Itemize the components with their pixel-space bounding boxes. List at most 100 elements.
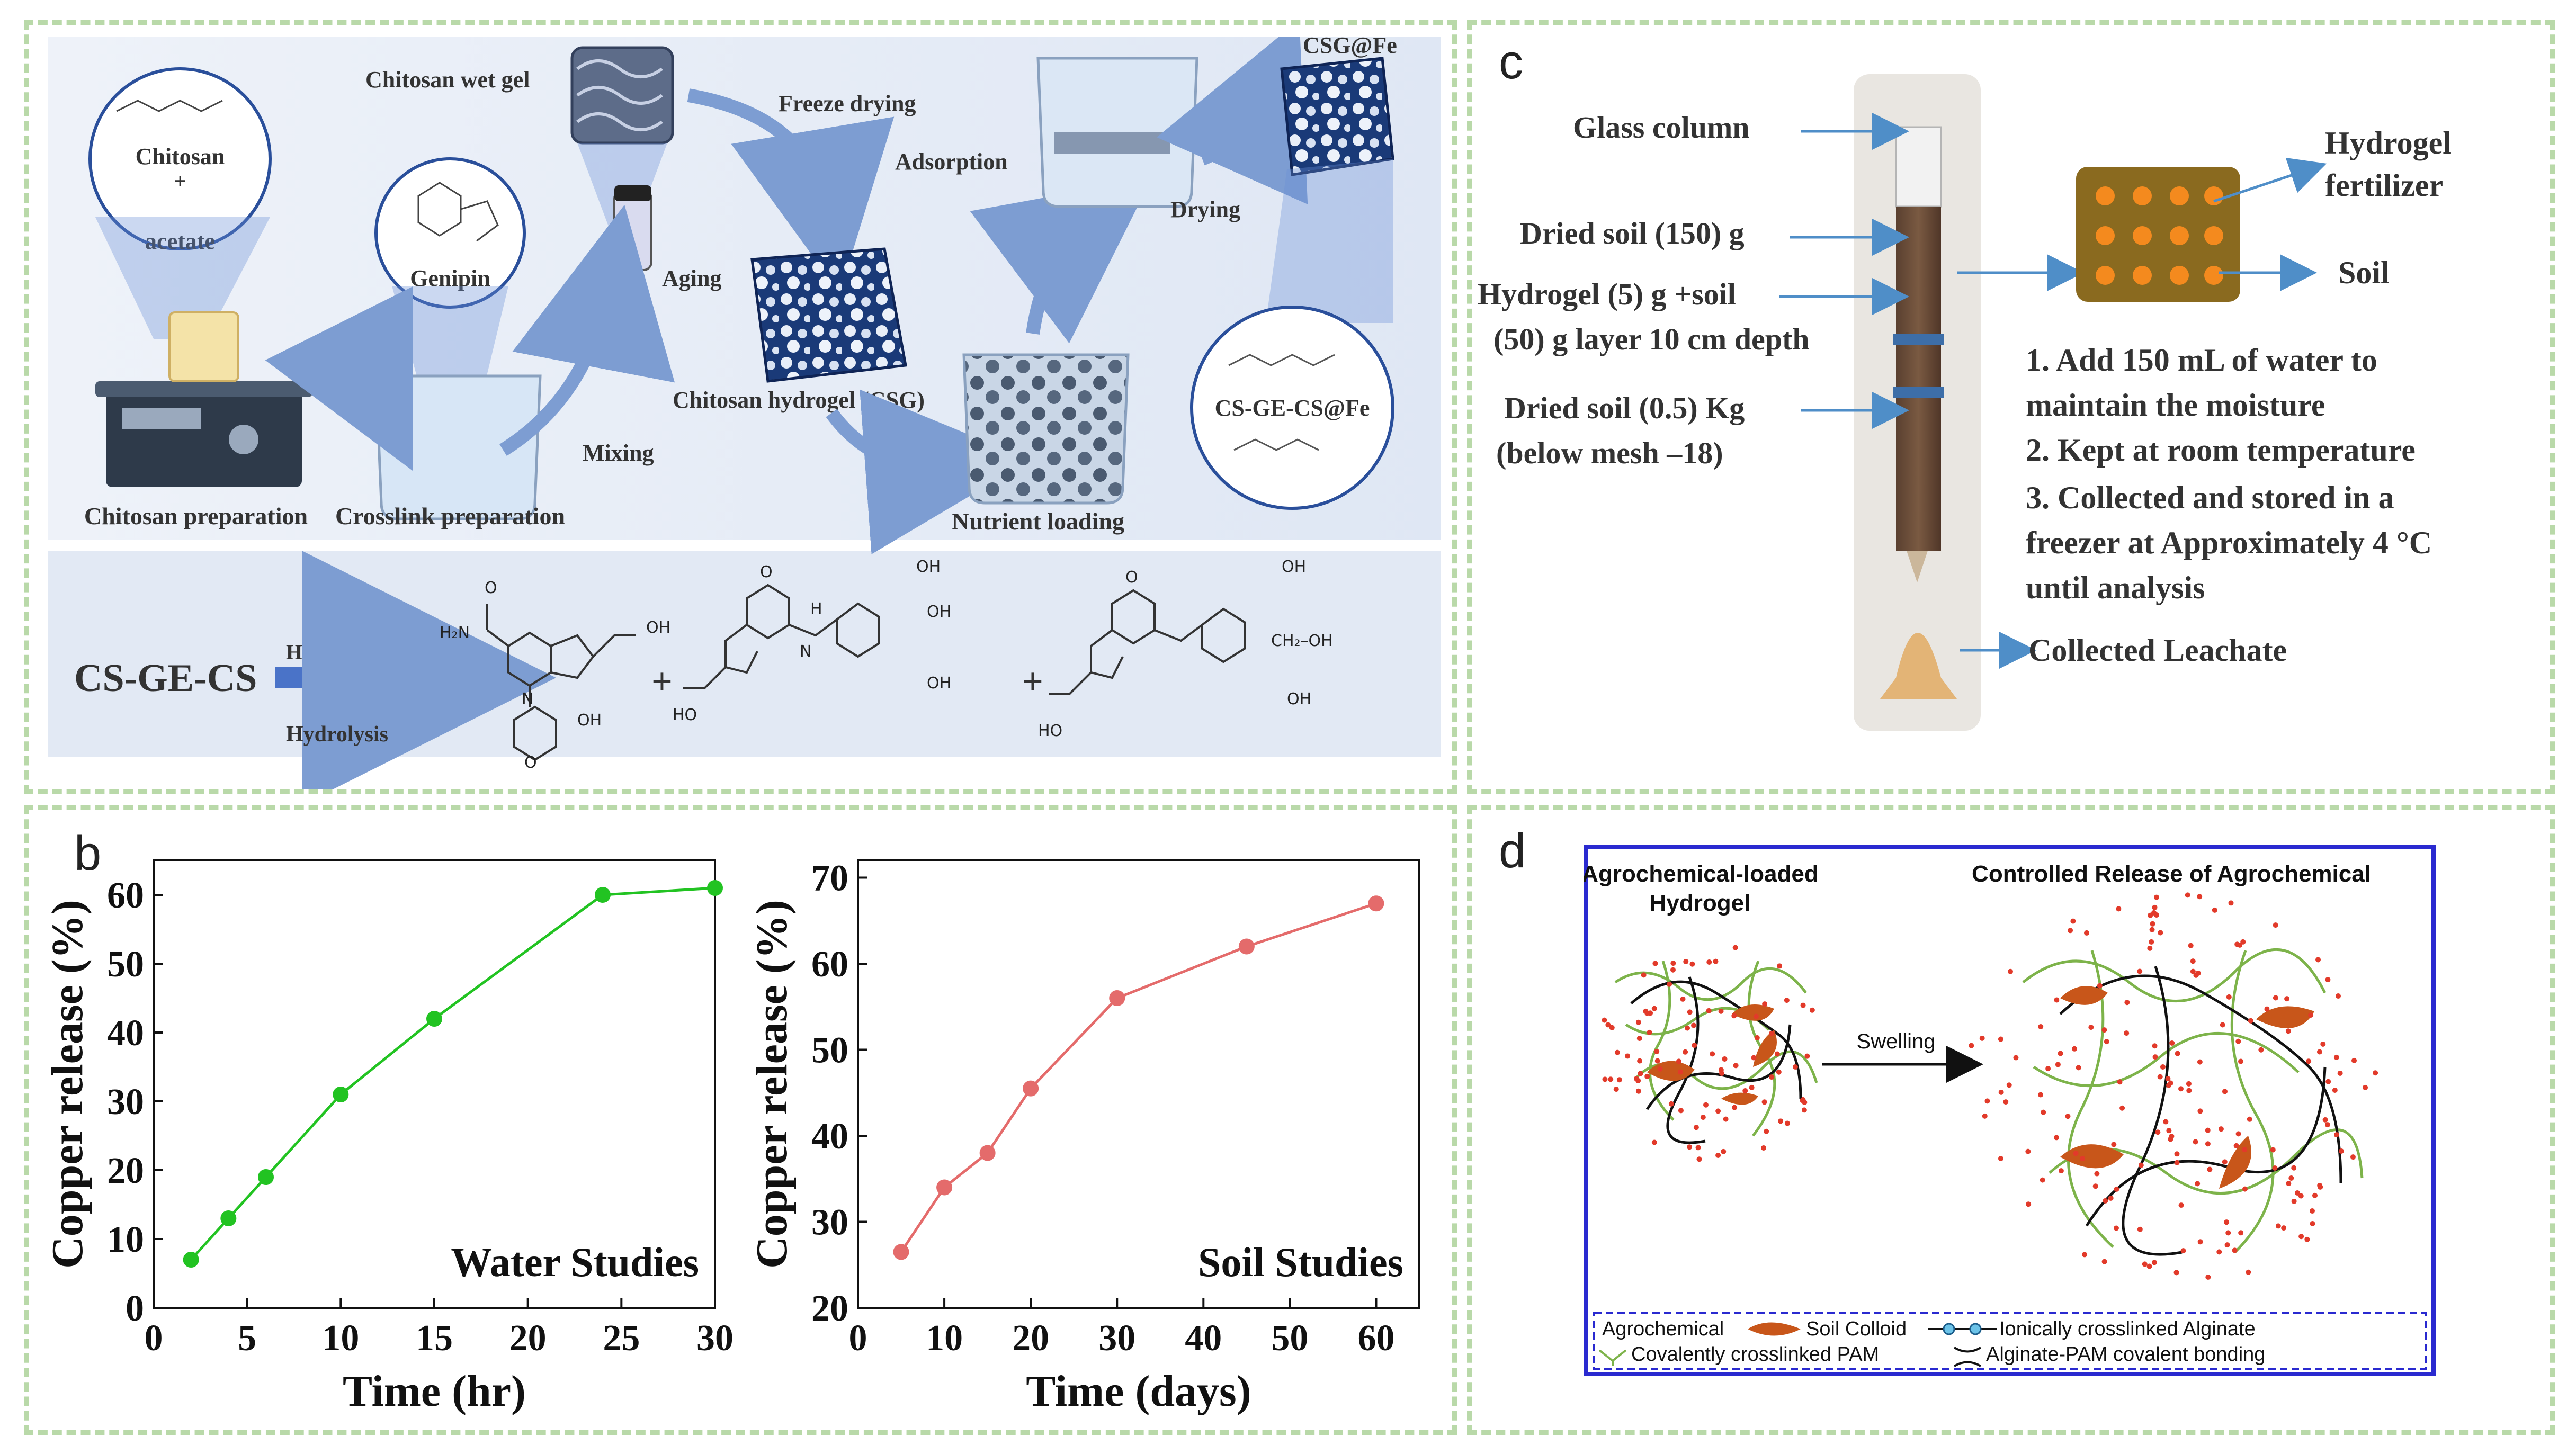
soil-chart-data-point-1 (936, 1179, 953, 1196)
agrochemical-dot (2288, 1175, 2294, 1181)
agrochemical-dot (2072, 1046, 2078, 1052)
agrochemical-dot (2137, 1226, 2143, 1232)
agrochemical-dot (1731, 1013, 1737, 1019)
agrochemical-dot (2291, 1165, 2297, 1171)
agrochemical-dot (2226, 994, 2232, 1000)
agrochemical-dot (1703, 1102, 1709, 1108)
agrochemical-dot (1608, 1076, 1614, 1082)
agrochemical-dot (2088, 1025, 2094, 1030)
agrochemical-dot (1751, 1055, 1757, 1061)
agrochemical-dot (2325, 1079, 2331, 1084)
agrochemical-dot (1718, 1067, 1724, 1073)
agrochemical-dot (1644, 1073, 1650, 1079)
agrochemical-dot (1742, 1088, 1748, 1093)
agrochemical-dot (1713, 958, 1719, 964)
legend-soil-colloid-icon (1748, 1322, 1801, 1336)
agrochemical-dot (2247, 1116, 2252, 1122)
agrochemical-dot (2124, 1030, 2130, 1036)
agrochemical-dot (1732, 945, 1738, 950)
water-chart-x-tick-label-0: 0 (145, 1318, 163, 1359)
agrochemical-dot (1678, 1108, 1684, 1114)
legend-bonding-icon (1953, 1347, 1982, 1367)
agrochemical-dot (1685, 1025, 1690, 1031)
agrochemical-dot (2190, 968, 2196, 974)
agrochemical-dot (1683, 958, 1689, 964)
agrochemical-dot (2040, 1177, 2045, 1183)
agrochemical-dot (2338, 1148, 2344, 1154)
agrochemical-dot (2169, 1040, 2175, 1046)
soil-chart-data-point-0 (893, 1244, 909, 1260)
label-mixing: Mixing (583, 440, 654, 466)
agrochemical-dot (1784, 998, 1790, 1003)
agrochemical-dot (1998, 1155, 2003, 1161)
hydrolysis-product-1-structure (486, 604, 636, 761)
agrochemical-dot (1718, 1008, 1724, 1014)
title-agrochemical-loaded-line2: Hydrogel (1650, 890, 1751, 916)
agrochemical-dot (1804, 1053, 1810, 1059)
agrochemical-dot (2273, 995, 2278, 1001)
water-chart-x-tick-label-3: 15 (416, 1318, 453, 1359)
agrochemical-dot (2155, 1129, 2161, 1135)
agrochemical-dot (1643, 1008, 1649, 1014)
label-chitosan-hydrogel-csg: Chitosan hydrogel (CSG) (673, 387, 925, 413)
agrochemical-dots-left (1602, 945, 1815, 1162)
chem-label-h2n: H₂N (440, 624, 470, 642)
legend-covalent-pam-icon (1598, 1349, 1627, 1366)
panel-d-illustration: Agrochemical-loaded Hydrogel Controlled … (1584, 845, 2436, 1376)
agrochemical-dot (1760, 1145, 1766, 1151)
agrochemical-dot (2218, 1126, 2224, 1132)
agrochemical-dot (1609, 1025, 1615, 1030)
soil-chart-x-tick-label-5: 50 (1271, 1318, 1308, 1359)
chem-label-o-3: O (760, 563, 773, 581)
agrochemical-dot (2116, 906, 2122, 912)
agrochemical-dot (1616, 1077, 1622, 1083)
agrochemical-dots-right (1969, 892, 2378, 1280)
panel-a-illustration: Chitosan + acetate Chitosan preparation … (48, 37, 1441, 789)
label-glass-column: Glass column (1573, 110, 1750, 145)
agrochemical-dot (2026, 1201, 2032, 1207)
agrochemical-dot (2178, 1086, 2184, 1092)
agrochemical-dot (2153, 912, 2159, 918)
agrochemical-dot (2003, 1099, 2009, 1105)
chem-label-ho-1: HO (673, 706, 697, 724)
agrochemical-dot (1654, 1048, 1660, 1054)
agrochemical-dot (2166, 1128, 2172, 1134)
agrochemical-dot (2235, 1038, 2241, 1044)
crosslink-beaker-icon (374, 374, 542, 520)
agrochemical-dot (1651, 1139, 1657, 1145)
agrochemical-dot (2092, 1183, 2098, 1189)
soil-chart-x-tick-label-0: 0 (849, 1318, 867, 1359)
label-chitosan: Chitosan (136, 143, 225, 169)
csg-fe-foam-icon (1280, 57, 1394, 176)
label-h-oh: H⁺/OH⁻ (286, 640, 364, 664)
agrochemical-dot (2312, 1192, 2318, 1198)
agrochemical-dot (2180, 1248, 2186, 1254)
agrochemical-dot (2197, 1059, 2203, 1065)
label-hydrogel-soil-line2: (50) g layer 10 cm depth (1493, 322, 1810, 356)
agrochemical-dot (2320, 1041, 2326, 1047)
panel-c-illustration: Glass column Dried soil (150) g Hydrogel… (1478, 74, 2452, 731)
agrochemical-dot (2220, 1022, 2225, 1028)
agrochemical-dot (1676, 1058, 1681, 1064)
agrochemical-dot (2058, 1051, 2063, 1056)
agrochemical-dot (1687, 1009, 1693, 1015)
agrochemical-dot (2163, 1119, 2169, 1125)
soil-chart-data-point-6 (1368, 895, 1384, 912)
agrochemical-dot (1801, 1107, 1807, 1113)
agrochemical-dot (2294, 1190, 2300, 1196)
chem-label-oh-4: OH (927, 603, 951, 621)
agrochemical-dot (2174, 1270, 2179, 1276)
agrochemical-dot (2291, 1198, 2297, 1204)
agrochemical-dot (2242, 1147, 2248, 1153)
arrow-freeze-drying (687, 88, 895, 293)
agrochemical-dot (2246, 1269, 2251, 1275)
agrochemical-dot (1754, 1035, 1760, 1040)
fertilizer-dots (2096, 186, 2223, 285)
agrochemical-dot (2304, 1236, 2310, 1242)
glass-column-top (1895, 126, 1942, 208)
beaker-small-icon (168, 311, 239, 382)
agrochemical-dot (1721, 1148, 1727, 1154)
label-acetate: acetate (145, 228, 215, 254)
agrochemical-dot (2298, 1234, 2304, 1240)
